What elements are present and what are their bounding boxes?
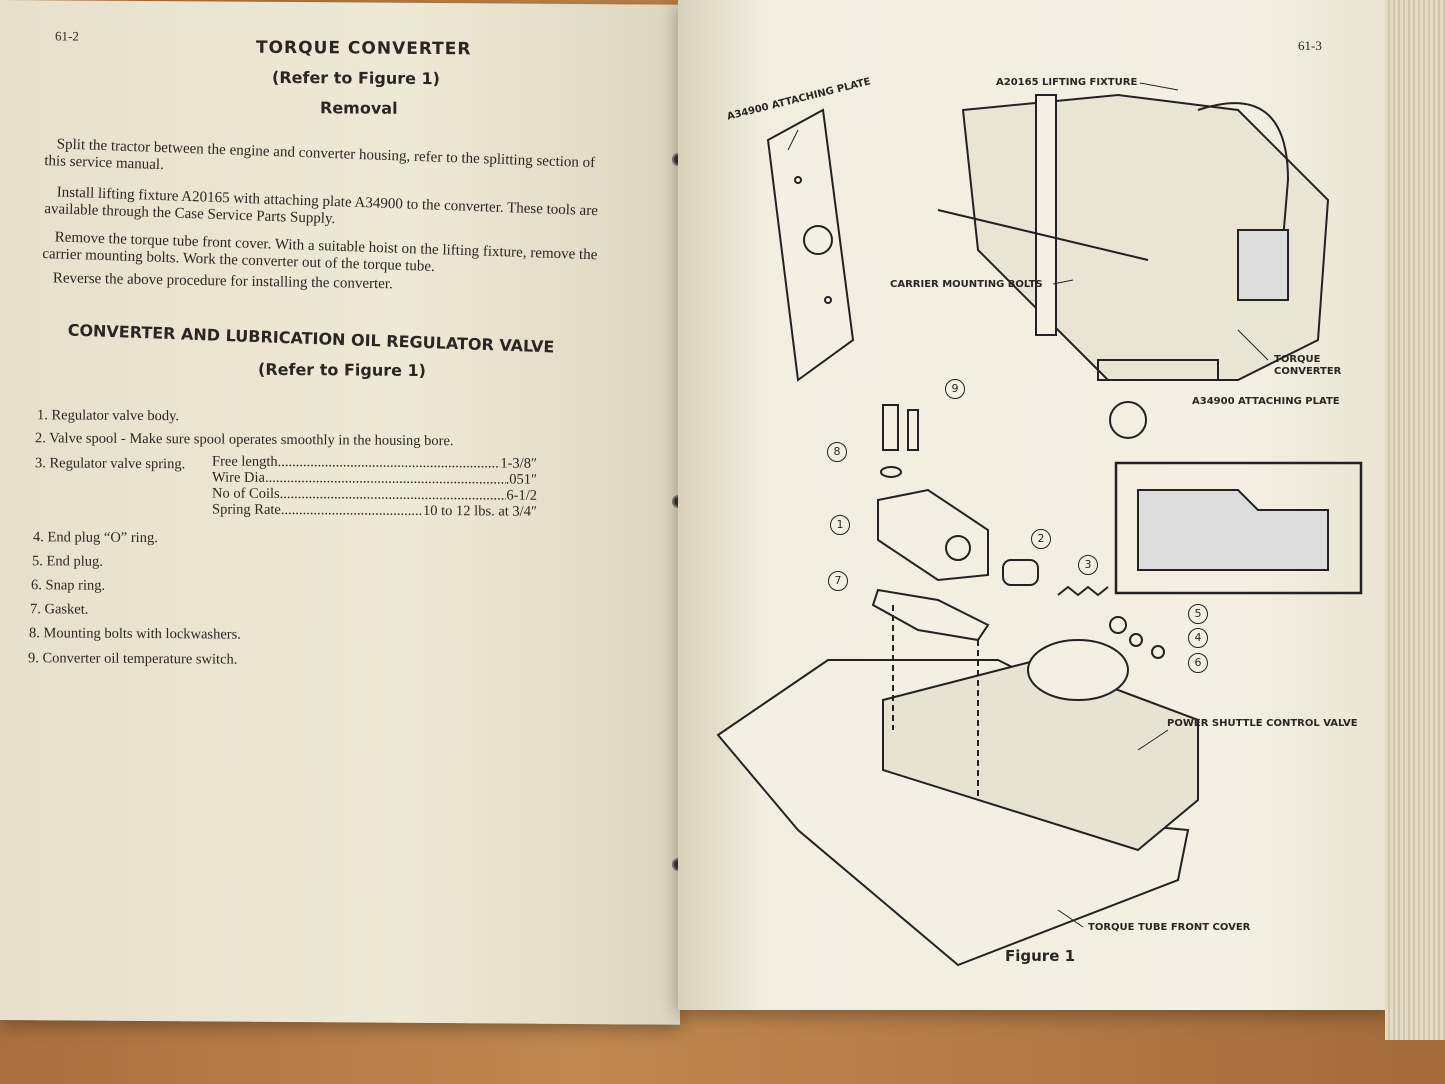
label-torque-converter: TORQUE [1274,354,1321,365]
callout-2: 2 [1031,529,1051,549]
callout-1: 1 [830,515,850,535]
callout-6: 6 [1188,653,1208,673]
page-number: 61-3 [1298,38,1322,53]
list-item: 9. Converter oil temperature switch. [28,650,238,668]
list-item: 7. Gasket. [30,601,89,618]
callout-3: 3 [1078,555,1098,575]
paragraph: Split the tractor between the engine and… [44,136,596,174]
list-item: 1. Regulator valve body. [37,407,180,425]
list-item: 6. Snap ring. [31,577,106,594]
callout-4: 4 [1188,628,1208,648]
callout-5: 5 [1188,604,1208,624]
list-item: 5. End plug. [32,553,103,570]
label-carrier-mounting-bolts: CARRIER MOUNTING BOLTS [890,279,1043,290]
list-item: 8. Mounting bolts with lockwashers. [29,625,241,643]
list-item: 3. Regulator valve spring. [35,455,186,473]
figure-1-illustration [716,82,1363,967]
spring-spec-table: Free length1-3/8″ Wire Dia..051″ No of C… [212,453,537,519]
page-title: TORQUE CONVERTER [256,37,472,60]
callout-7: 7 [828,571,848,591]
section-heading: Removal [320,98,398,118]
paragraph: Install lifting fixture A20165 with atta… [44,184,599,228]
figure-caption: Figure 1 [1005,947,1076,965]
label-power-shuttle-control-valve: POWER SHUTTLE CONTROL VALVE [1167,718,1358,729]
section-subtitle: (Refer to Figure 1) [258,359,426,380]
left-page: 61-2 TORQUE CONVERTER (Refer to Figure 1… [0,0,680,1025]
paragraph: Reverse the above procedure for installi… [52,270,393,293]
label-attaching-plate: A34900 ATTACHING PLATE [1192,396,1340,407]
section-heading: CONVERTER AND LUBRICATION OIL REGULATOR … [67,320,555,357]
spec-row: Spring Rate10 to 12 lbs. at 3/4″ [212,501,537,519]
list-item: 2. Valve spool - Make sure spool operate… [35,430,454,450]
label-torque-converter: CONVERTER [1274,366,1342,377]
right-page: 61-3 A2 [678,0,1390,1010]
callout-8: 8 [827,442,847,462]
callout-9: 9 [945,379,965,399]
list-item: 4. End plug “O” ring. [33,529,158,547]
label-torque-tube-front-cover: TORQUE TUBE FRONT COVER [1088,922,1251,933]
label-lifting-fixture: A20165 LIFTING FIXTURE [996,77,1138,88]
page-subtitle: (Refer to Figure 1) [272,67,440,89]
page-number: 61-2 [55,28,79,44]
page-stack-edge [1385,0,1445,1040]
